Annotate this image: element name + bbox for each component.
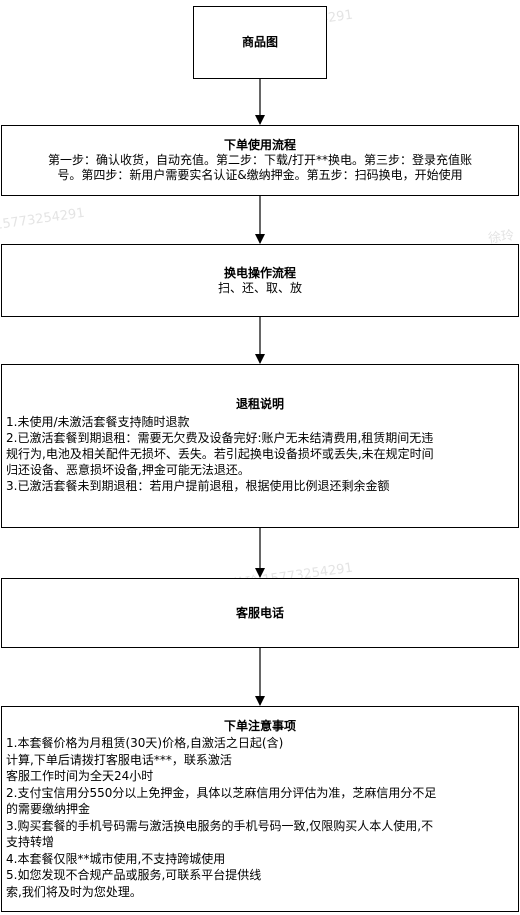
watermark: 15773254291 — [0, 205, 86, 234]
order-notes-line: 客服工作时间为全天24小时 — [6, 769, 154, 783]
order-notes-body: 1.本套餐价格为月租赁(30天)价格,自激活之日起(含) 计算,下单后请拨打客服… — [6, 735, 514, 900]
customer-service-node: 客服电话 — [1, 578, 519, 648]
order-notes-line: 2.支付宝信用分550分以上免押金，具体以芝麻信用分评估为准，芝麻信用分不足 — [6, 785, 437, 800]
refund-title: 退租说明 — [235, 397, 284, 411]
order-notes-line: 支持转增 — [6, 835, 55, 849]
order-notes-line: 的需要缴纳押金 — [6, 802, 91, 816]
refund-line: 1.未使用/未激活套餐支持随时退款 — [6, 415, 190, 429]
customer-service-title: 客服电话 — [235, 605, 284, 620]
order-notes-line: 3.购买套餐的手机号码需与激活换电服务的手机号码一致,仅限购买人本人使用,不 — [6, 818, 434, 833]
order-notes-line: 5.如您发现不合规产品或服务,可联系平台提供线 — [6, 868, 262, 882]
order-notes-line: 1.本套餐价格为月租赁(30天)价格,自激活之日起(含) — [6, 736, 284, 750]
refund-line: 2.已激活套餐到期退租：需要无欠费及设备完好:账户无未结清费用,租赁期间无违 — [6, 431, 434, 445]
swap-flow-body: 扫、还、取、放 — [217, 280, 302, 295]
order-notes-line: 索,我们将及时为您处理。 — [6, 884, 142, 899]
order-notes-line: 4.本套餐仅限**城市使用,不支持跨城使用 — [6, 851, 226, 866]
refund-node: 退租说明 1.未使用/未激活套餐支持随时退款 2.已激活套餐到期退租：需要无欠费… — [1, 364, 519, 528]
product-image-node: 商品图 — [193, 6, 327, 79]
order-notes-title: 下单注意事项 — [223, 719, 296, 733]
order-flow-title: 下单使用流程 — [223, 138, 296, 152]
product-image-title: 商品图 — [241, 35, 278, 49]
order-flow-step-line: 号。第四步：新用户需要实名认证&缴纳押金。第五步：扫码换电，开始使用 — [57, 168, 463, 182]
refund-body: 1.未使用/未激活套餐支持随时退款 2.已激活套餐到期退租：需要无欠费及设备完好… — [6, 414, 514, 494]
refund-line: 规行为,电池及相关配件无损坏、丢失。若引起换电设备损坏或丢失,未在规定时间 — [6, 447, 434, 461]
refund-line: 归还设备、恶意损坏设备,押金可能无法退还。 — [6, 463, 250, 477]
order-flow-step-line: 第一步：确认收货，自动充值。第二步：下载/打开**换电。第三步：登录充值账 — [47, 153, 473, 167]
refund-line: 3.已激活套餐未到期退租：若用户提前退租，根据使用比例退还剩余金额 — [6, 479, 390, 493]
order-flow-node: 下单使用流程 第一步：确认收货，自动充值。第二步：下载/打开**换电。第三步：登… — [1, 125, 519, 196]
swap-flow-title: 换电操作流程 — [223, 265, 296, 280]
swap-flow-node: 换电操作流程 扫、还、取、放 — [1, 244, 519, 317]
order-notes-node: 下单注意事项 1.本套餐价格为月租赁(30天)价格,自激活之日起(含) 计算,下… — [1, 706, 519, 912]
order-notes-line: 计算,下单后请拨打客服电话***，联系激活 — [6, 752, 232, 767]
